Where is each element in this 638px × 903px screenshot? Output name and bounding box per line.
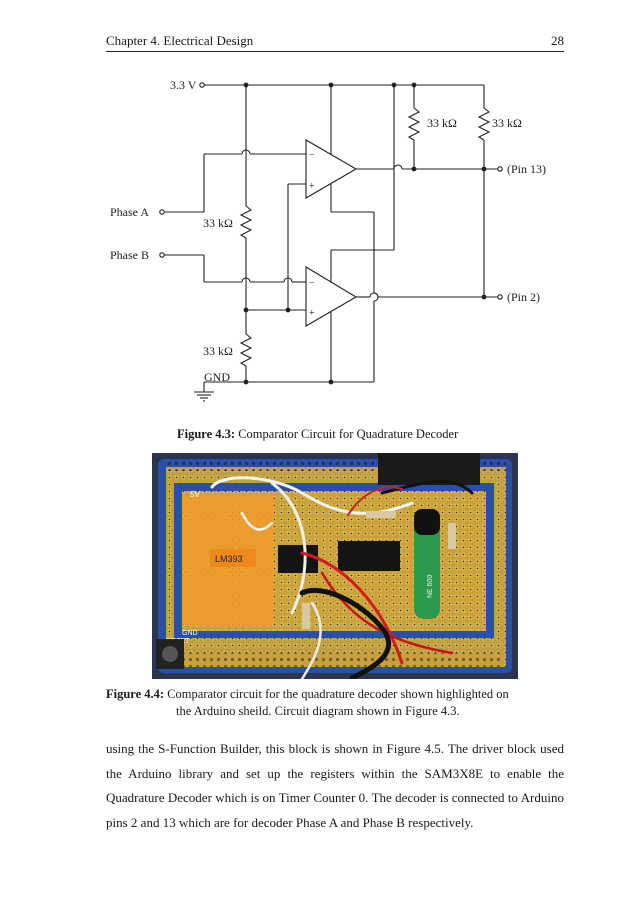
body-paragraph: using the S-Function Builder, this block… xyxy=(106,741,564,830)
figure-text-line2: the Arduino sheild. Circuit diagram show… xyxy=(176,704,460,718)
figure-text: Comparator Circuit for Quadrature Decode… xyxy=(238,427,459,441)
supply-label: 3.3 V xyxy=(170,78,197,92)
comparator-schematic: 3.3 V 33 kΩ 33 kΩ 33 kΩ 33 kΩ Phase A Ph… xyxy=(110,78,546,402)
resistor-label: 33 kΩ xyxy=(203,344,233,358)
gnd-label: GND xyxy=(204,370,230,384)
component-text: NE 600 xyxy=(427,575,434,598)
running-header: Chapter 4. Electrical Design xyxy=(106,33,254,48)
arduino-shield-photo: LM393 5V GND RESET NE 600 xyxy=(152,453,518,679)
phase-a-label: Phase A xyxy=(110,205,149,219)
plus-sign: + xyxy=(309,181,315,192)
pin-label: GND xyxy=(182,630,198,637)
resistor-label: 33 kΩ xyxy=(203,216,233,230)
plus-sign: + xyxy=(309,308,315,319)
pin2-label: (Pin 2) xyxy=(507,290,540,304)
figure-label: Figure 4.4: xyxy=(106,687,165,701)
pin13-label: (Pin 13) xyxy=(507,162,546,176)
chip-label: LM393 xyxy=(215,554,243,564)
figure-text-line1: Comparator circuit for the quadrature de… xyxy=(167,687,509,701)
figure-4-4-caption: Figure 4.4: Comparator circuit for the q… xyxy=(106,686,566,720)
pin-label: 5V xyxy=(190,490,200,499)
page-number: 28 xyxy=(551,33,564,48)
header-rule xyxy=(106,51,564,52)
figure-label: Figure 4.3: xyxy=(177,427,236,441)
figure-4-3-caption: Figure 4.3: Comparator Circuit for Quadr… xyxy=(177,427,458,442)
resistor-label: 33 kΩ xyxy=(492,116,522,130)
phase-b-label: Phase B xyxy=(110,248,149,262)
resistor-label: 33 kΩ xyxy=(427,116,457,130)
minus-sign: − xyxy=(309,150,315,161)
minus-sign: − xyxy=(309,278,315,289)
